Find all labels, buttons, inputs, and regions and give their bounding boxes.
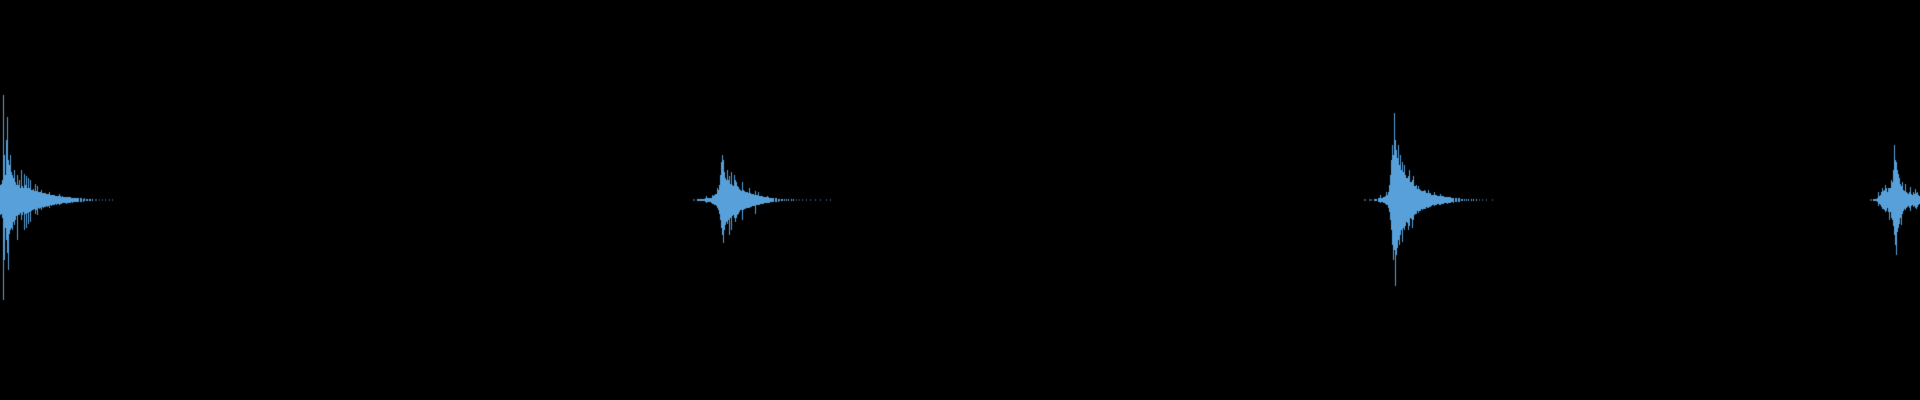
- audio-waveform-canvas: [0, 0, 1920, 400]
- waveform-display: [0, 0, 1920, 400]
